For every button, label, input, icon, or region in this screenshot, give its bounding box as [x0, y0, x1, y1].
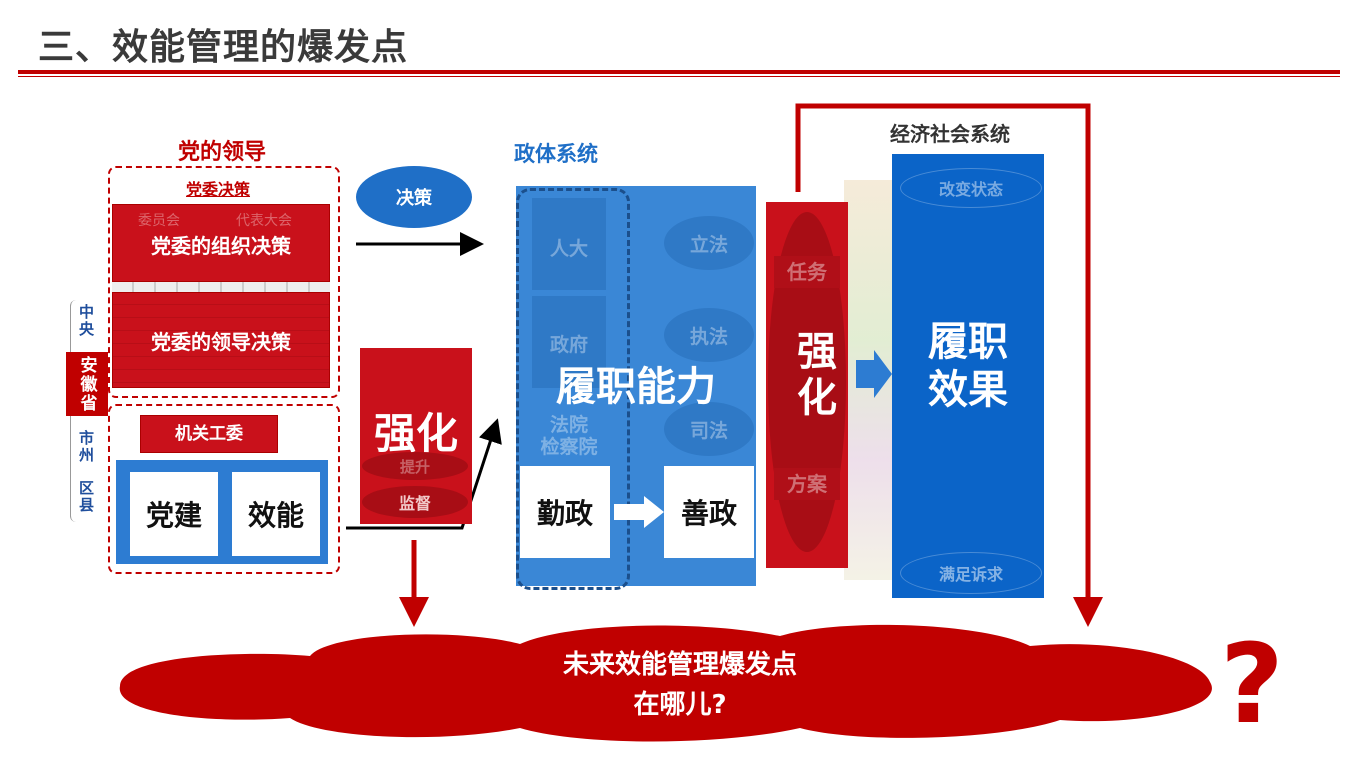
cloud-line-1: 未来效能管理爆发点: [562, 650, 797, 680]
party-decision-frame: [108, 166, 340, 398]
question-mark: ?: [1220, 620, 1284, 748]
econ-panel: [892, 154, 1044, 598]
strengthen-right-label: 强化: [790, 330, 836, 422]
gov-row-0-right: 立法: [664, 216, 754, 270]
cloud-line-2: 在哪儿?: [633, 690, 727, 720]
gov-row-2-left: 法院 检察院: [540, 414, 598, 458]
committee-label: 机关工委: [140, 415, 278, 453]
diligent-box: 勤政: [520, 466, 610, 558]
lead-decision-label: 党委的领导决策: [151, 330, 291, 354]
efficiency-box: 效能: [232, 472, 320, 556]
org-decision-label: 党委的组织决策: [151, 234, 291, 258]
econ-result: 履职 效果: [928, 319, 1008, 413]
supervise-arrow: [346, 418, 502, 530]
org-decision-block: 委员会 代表大会 党委的组织决策: [112, 204, 330, 282]
gov-row-0-left: 人大: [549, 238, 588, 260]
gov-row-1-box: [532, 296, 606, 388]
cloud-shape: [119, 624, 1212, 742]
level-county: 区县: [77, 480, 95, 514]
good-governance-box: 善政: [664, 466, 754, 558]
level-anhui: 安徽省: [66, 352, 108, 416]
strengthen-right-top: 任务: [774, 256, 840, 288]
title-rule-thin: [18, 76, 1340, 77]
bg-label-committee: 委员会: [138, 213, 180, 229]
econ-top-ellipse: 改变状态: [900, 168, 1042, 208]
party-heading: 党的领导: [178, 140, 267, 165]
party-build-box: 党建: [130, 472, 218, 556]
gov-row-2-right: 司法: [664, 402, 754, 456]
strengthen-left-sub-bottom: 监督: [362, 486, 468, 518]
strengthen-left-sub-top: 提升: [362, 452, 468, 480]
bg-label-congress: 代表大会: [236, 213, 292, 229]
committee-frame: [108, 404, 340, 574]
white-right-arrow: [614, 496, 664, 528]
blue-right-arrow: [856, 350, 892, 398]
gov-capability: 履职能力: [556, 364, 716, 410]
gov-row-1-right: 执法: [664, 308, 754, 362]
level-city: 市州: [77, 430, 95, 464]
party-sub-heading: 党委决策: [186, 180, 251, 199]
level-central: 中央: [77, 304, 95, 338]
lead-decision-block: 党委的领导决策: [112, 292, 330, 388]
gov-row-1-left: 政府: [549, 334, 588, 356]
econ-bottom-ellipse: 满足诉求: [900, 552, 1042, 594]
loop-arrow-right: [795, 103, 1103, 627]
gov-heading: 政体系统: [514, 142, 598, 166]
decision-bubble: 决策: [356, 166, 472, 228]
title-rule: [18, 70, 1340, 74]
strengthen-right-bottom: 方案: [774, 468, 840, 500]
gov-row-0-box: [532, 198, 606, 290]
page-title: 三、效能管理的爆发点: [38, 27, 409, 68]
table-strip: [112, 282, 330, 292]
gov-dashed-frame: [516, 188, 630, 590]
econ-heading: 经济社会系统: [890, 122, 1010, 146]
strengthen-left-label: 强化: [373, 409, 458, 458]
